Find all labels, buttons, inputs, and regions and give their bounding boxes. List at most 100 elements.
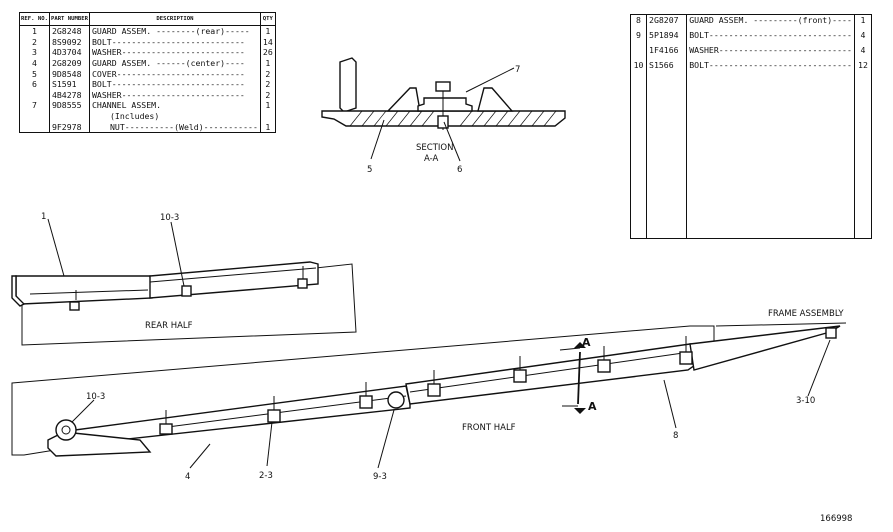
- qty-cell: 12: [858, 60, 868, 71]
- section-right-gusset: [477, 87, 514, 112]
- part-number-cell: 1F4166: [646, 45, 688, 61]
- qty-cell: 26: [262, 47, 273, 58]
- leader-10-3-rear: [170, 221, 185, 287]
- section-cut-line: [577, 351, 581, 405]
- qty-cell: 1: [265, 100, 271, 111]
- table-filler-row: [630, 75, 872, 239]
- section-a-a-view: [321, 57, 566, 130]
- section-sub-label: A-A: [424, 154, 439, 164]
- mount-block: [513, 369, 527, 383]
- part-number-cell: 2G8207: [646, 14, 688, 31]
- ref-cell: [19, 121, 50, 133]
- qty-cell: 4: [860, 30, 866, 41]
- description-cell: BOLT-----------------------------: [686, 60, 855, 75]
- description-cell: BOLT---------------------------: [89, 36, 261, 48]
- part-number-cell: 2G8209: [49, 57, 91, 69]
- mount-block: [359, 395, 373, 409]
- leader-8: [663, 379, 677, 429]
- leader-10-3-front: [71, 399, 95, 423]
- mount-block: [159, 423, 173, 435]
- callout-6: 6: [457, 165, 462, 175]
- part-number-cell: 2G8248: [49, 25, 91, 37]
- rear-half-assembly: [11, 261, 357, 346]
- ref-cell: 2: [19, 36, 50, 48]
- ref-cell: 5: [19, 68, 50, 80]
- leader-7: [465, 67, 515, 93]
- leader-4: [189, 443, 211, 469]
- callout-5: 5: [367, 165, 372, 175]
- mount-block: [597, 359, 611, 373]
- description-cell: GUARD ASSEM. --------(rear)-----: [89, 25, 261, 37]
- ref-cell: [19, 110, 50, 122]
- mount-block: [267, 409, 281, 423]
- part-number-cell: 4D3704: [49, 47, 91, 58]
- callout-2-3: 2-3: [259, 471, 273, 481]
- ref-cell: 9: [630, 30, 648, 46]
- drawing-number: 166998: [820, 514, 852, 524]
- description-cell: (Includes): [89, 110, 261, 122]
- header-part-number: PART NUMBER: [49, 12, 91, 27]
- ref-cell: 6: [19, 79, 50, 90]
- frame-assembly-leader: [715, 322, 847, 327]
- part-number-cell: 9D8555: [49, 100, 91, 111]
- front-bracket-bolt: [55, 419, 77, 441]
- callout-3-10: 3-10: [796, 396, 815, 406]
- description-cell: GUARD ASSEM. ------(center)----: [89, 57, 261, 69]
- qty-cell: 14: [262, 36, 273, 47]
- header-description: DESCRIPTION: [89, 12, 261, 27]
- front-half-assembly: [11, 322, 847, 457]
- section-left-gusset: [386, 87, 421, 112]
- section-hatching: [349, 110, 557, 127]
- front-guard-taper: [689, 325, 841, 371]
- part-number-cell: 4B4278: [49, 89, 91, 101]
- description-cell: BOLT---------------------------: [89, 79, 261, 90]
- mount-block: [679, 351, 693, 365]
- callout-8: 8: [673, 431, 678, 441]
- description-cell: WASHER-------------------------: [89, 47, 261, 58]
- rear-guard-body: [15, 275, 153, 305]
- ref-cell: [19, 89, 50, 101]
- section-arrow-icon: [574, 342, 586, 348]
- front-half-label: FRONT HALF: [462, 423, 516, 433]
- header-qty: QTY: [260, 12, 276, 27]
- qty-cell: 2: [265, 79, 271, 90]
- section-channel: [417, 97, 473, 112]
- part-number-cell: S1591: [49, 79, 91, 90]
- description-cell: CHANNEL ASSEM.: [89, 100, 261, 111]
- qty-cell: 1: [265, 121, 271, 132]
- ref-cell: 3: [19, 47, 50, 58]
- leader-3-10: [807, 339, 831, 397]
- ref-cell: [630, 45, 648, 61]
- rear-bolt: [297, 278, 308, 289]
- section-arrow-icon: [574, 408, 586, 414]
- table-header-row: REF. NO. PART NUMBER DESCRIPTION QTY: [19, 12, 276, 27]
- part-number-cell: 9F2978: [49, 121, 91, 133]
- ref-cell: 10: [630, 60, 648, 75]
- header-ref-no: REF. NO.: [19, 12, 50, 27]
- part-number-cell: [49, 110, 91, 122]
- rear-bolt: [69, 301, 80, 311]
- qty-cell: 1: [265, 26, 271, 37]
- rear-half-label: REAR HALF: [145, 321, 193, 331]
- ref-cell: 4: [19, 57, 50, 69]
- ref-cell: 1: [19, 25, 50, 37]
- rear-guard-lip: [11, 275, 26, 307]
- qty-cell: 4: [860, 45, 866, 56]
- qty-cell: 1: [860, 15, 866, 25]
- section-flange: [339, 57, 357, 113]
- description-cell: WASHER---------------------------: [686, 45, 855, 61]
- table-row: (Includes): [19, 110, 276, 122]
